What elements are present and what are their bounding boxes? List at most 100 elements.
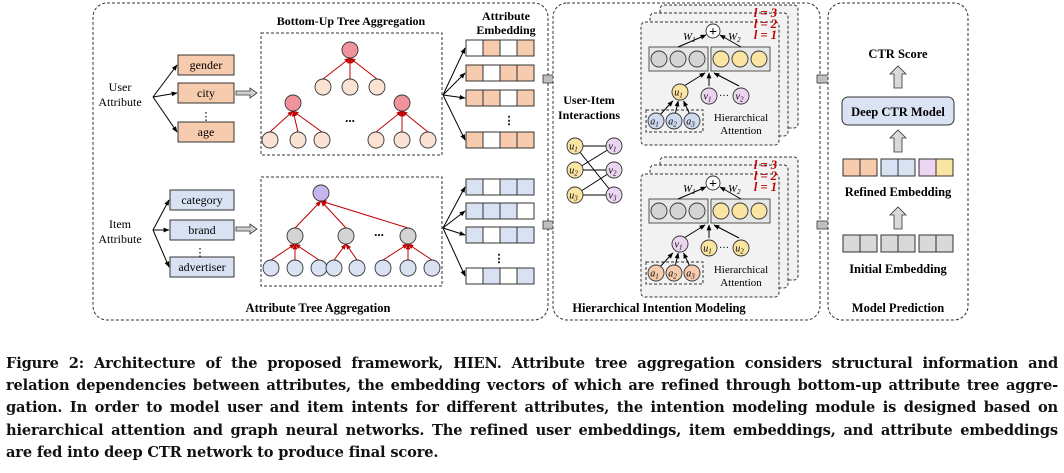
node-subscript: 1 — [708, 248, 712, 256]
vector-unit — [688, 50, 706, 68]
leaf-node — [341, 78, 359, 96]
embedding-cell — [499, 89, 518, 107]
initial-cell — [897, 234, 916, 253]
leaf-node — [419, 131, 437, 149]
node-label: v1 — [675, 240, 683, 252]
leaf-node — [313, 131, 331, 149]
user-attribute-embeddings — [442, 39, 535, 149]
user-node — [566, 137, 584, 155]
embedding-edge — [442, 227, 466, 277]
node-label: a3 — [686, 269, 695, 281]
root-node — [284, 94, 302, 112]
node-subscript: 2 — [613, 170, 617, 178]
attention-arrow — [713, 224, 740, 239]
attribute-label: age — [198, 125, 215, 139]
node-subscript: 3 — [690, 273, 695, 281]
deep-ctr-model-label: Deep CTR Model — [851, 105, 945, 119]
embedding-cell — [465, 39, 484, 57]
caption-line: Figure 2: Architecture of the proposed f… — [6, 355, 1058, 372]
refined-embedding-label: Refined Embedding — [845, 185, 952, 199]
node-subscript: 1 — [655, 273, 659, 281]
panel-title: Hierarchical Intention Modeling — [572, 301, 746, 315]
ellipsis: ... — [374, 224, 384, 239]
refined-embedding — [842, 158, 954, 177]
weight-arrow — [677, 186, 707, 200]
layer-label: l = 1 — [754, 28, 777, 42]
attribute-node — [683, 112, 701, 130]
embedding-edge — [442, 227, 466, 236]
tree-title: Bottom-Up Tree Aggregation — [277, 14, 426, 28]
item-attribute-embeddings — [442, 178, 535, 285]
embedding-cell — [482, 131, 501, 149]
embedding-cell — [465, 131, 484, 149]
embedding-cell — [499, 178, 518, 196]
refined-cell — [897, 158, 916, 177]
attention-arrow — [674, 252, 680, 267]
aggregation-arrow — [382, 243, 409, 261]
attribute-node — [665, 264, 683, 282]
node-label: u1 — [703, 244, 712, 256]
initial-cell — [842, 234, 861, 253]
user-node — [566, 161, 584, 179]
leaf-node — [399, 259, 417, 277]
node-label: v1 — [704, 92, 712, 104]
vdots: ⋮ — [201, 111, 212, 123]
leaf-node — [262, 259, 280, 277]
user-node — [566, 186, 584, 204]
refined-cell — [935, 158, 954, 177]
leaf-node — [367, 131, 385, 149]
embedding-cell — [516, 226, 535, 244]
embedding-cell — [516, 64, 535, 82]
embedding-cell — [516, 202, 535, 220]
initial-cell — [935, 234, 954, 253]
embedding-cell — [499, 64, 518, 82]
attention-arrow — [674, 100, 680, 115]
attribute-box — [177, 82, 235, 104]
node-subscript: 1 — [574, 146, 578, 154]
node-subscript: 1 — [655, 121, 659, 129]
refined-cell — [880, 158, 899, 177]
attribute-node — [683, 264, 701, 282]
embedding-cell — [482, 64, 501, 82]
embedding-cell — [499, 202, 518, 220]
attribute-label: category — [181, 193, 222, 207]
attribute-box — [169, 256, 235, 278]
attribute-edge — [152, 64, 178, 98]
node-label: a2 — [668, 269, 677, 281]
ellipsis: ... — [345, 110, 355, 125]
node-subscript: 1 — [679, 244, 683, 252]
center-node — [671, 235, 689, 253]
node-subscript: 1 — [708, 96, 712, 104]
embedding-cell — [499, 39, 518, 57]
attention-arrow — [683, 224, 706, 239]
weight-arrow — [719, 34, 742, 48]
attention-label-2: Attention — [720, 277, 762, 289]
attribute-tree-panel: Attribute Tree Aggregation User Attribut… — [92, 2, 549, 321]
node-label: v3 — [609, 191, 617, 203]
intermediate-node — [286, 227, 304, 245]
attribute-node — [665, 112, 683, 130]
embedding-cell — [482, 226, 501, 244]
embedding-cell — [499, 131, 518, 149]
embedding-title-1: Attribute — [482, 9, 531, 23]
vector-unit — [650, 202, 668, 220]
leaf-node — [374, 259, 392, 277]
initial-cell — [880, 234, 899, 253]
aggregation-arrow — [270, 243, 296, 261]
item-attribute-label-2: Attribute — [98, 232, 141, 246]
vector-unit — [731, 50, 749, 68]
interactions-label-1: User-Item — [563, 93, 615, 107]
vector-unit — [712, 50, 730, 68]
node-label: v2 — [736, 92, 744, 104]
node-subscript: 2 — [740, 96, 744, 104]
leaf-node — [393, 131, 411, 149]
attention-arrow — [683, 100, 691, 115]
user-attribute-label-2: Attribute — [98, 95, 141, 109]
up-arrow — [889, 129, 907, 153]
embedding-cell — [499, 267, 518, 285]
leaf-node — [423, 259, 441, 277]
embedding-cell — [465, 226, 484, 244]
aggregation-arrow — [375, 110, 403, 133]
plus-icon: + — [709, 25, 717, 40]
